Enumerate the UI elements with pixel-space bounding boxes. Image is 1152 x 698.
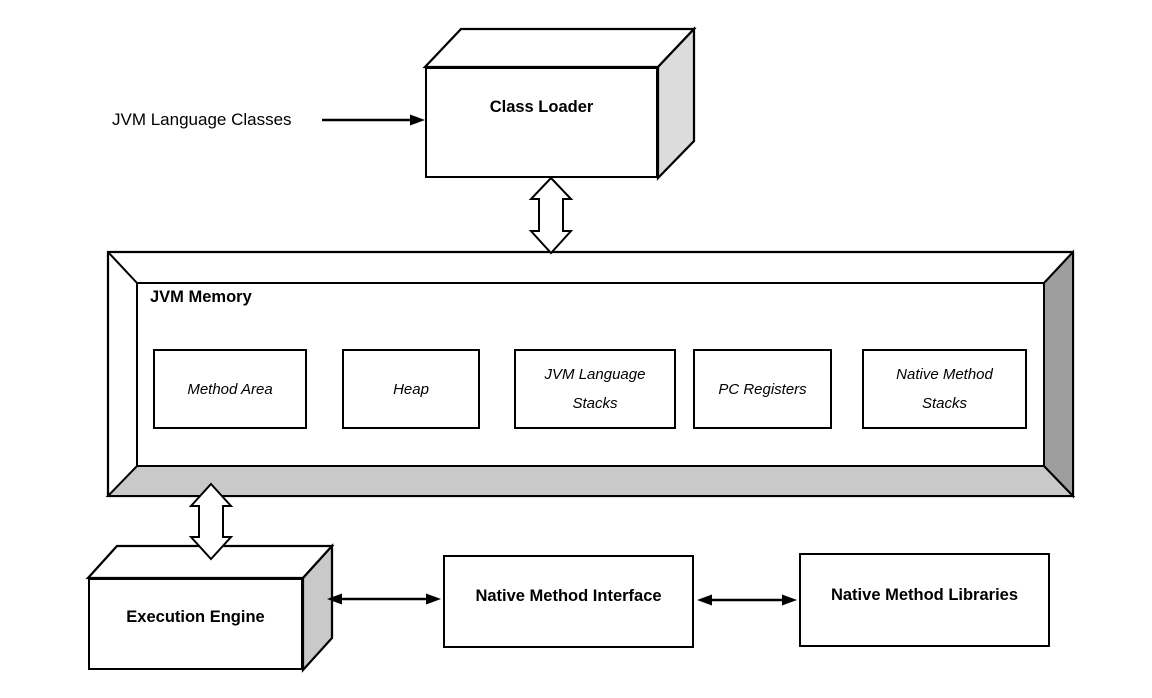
memory-area-box-method-area: Method Area	[153, 349, 307, 429]
class-loader-box: Class Loader	[425, 67, 658, 178]
jvm-language-classes-label: JVM Language Classes	[112, 110, 292, 129]
class-loader-memory-double-arrow	[528, 176, 574, 255]
native-method-interface-label: Native Method Interface	[475, 587, 662, 605]
memory-area-label: Heap	[393, 380, 429, 398]
memory-area-box-jvm-language-stacks: JVM Language Stacks	[514, 349, 676, 429]
native-method-libraries-label: Native Method Libraries	[830, 585, 1019, 604]
frame-corner-diagonal-top-right	[1043, 251, 1074, 284]
class-loader-label: Class Loader	[489, 98, 594, 116]
jvm-memory-label: JVM Memory	[150, 288, 252, 306]
memory-area-box-heap: Heap	[342, 349, 480, 429]
memory-area-label: JVM Language Stacks	[544, 366, 646, 412]
jvm-memory-frame-bottom-strip	[105, 465, 1076, 497]
memory-area-box-native-method-stacks: Native Method Stacks	[862, 349, 1027, 429]
memory-area-box-pc-registers: PC Registers	[693, 349, 832, 429]
memory-area-label: PC Registers	[718, 380, 807, 398]
class-loader-right-face	[656, 26, 696, 181]
execution-engine-label: Execution Engine	[126, 607, 265, 626]
memory-area-label: Method Area	[187, 380, 273, 398]
native-method-interface-box: Native Method Interface	[443, 555, 694, 648]
jvm-memory-frame-right-strip	[1043, 249, 1074, 499]
execution-engine-right-face	[301, 543, 334, 673]
execution-nmi-double-arrow	[327, 593, 441, 605]
frame-corner-diagonal-top-left	[107, 251, 138, 284]
class-loader-top-face	[422, 27, 697, 69]
nmi-libraries-double-arrow	[697, 594, 797, 606]
execution-engine-box: Execution Engine	[88, 578, 303, 670]
memory-execution-double-arrow	[188, 482, 234, 561]
native-method-libraries-box: Native Method Libraries	[799, 553, 1050, 647]
memory-area-label: Native Method Stacks	[896, 366, 993, 412]
input-classes-arrow	[322, 114, 425, 126]
